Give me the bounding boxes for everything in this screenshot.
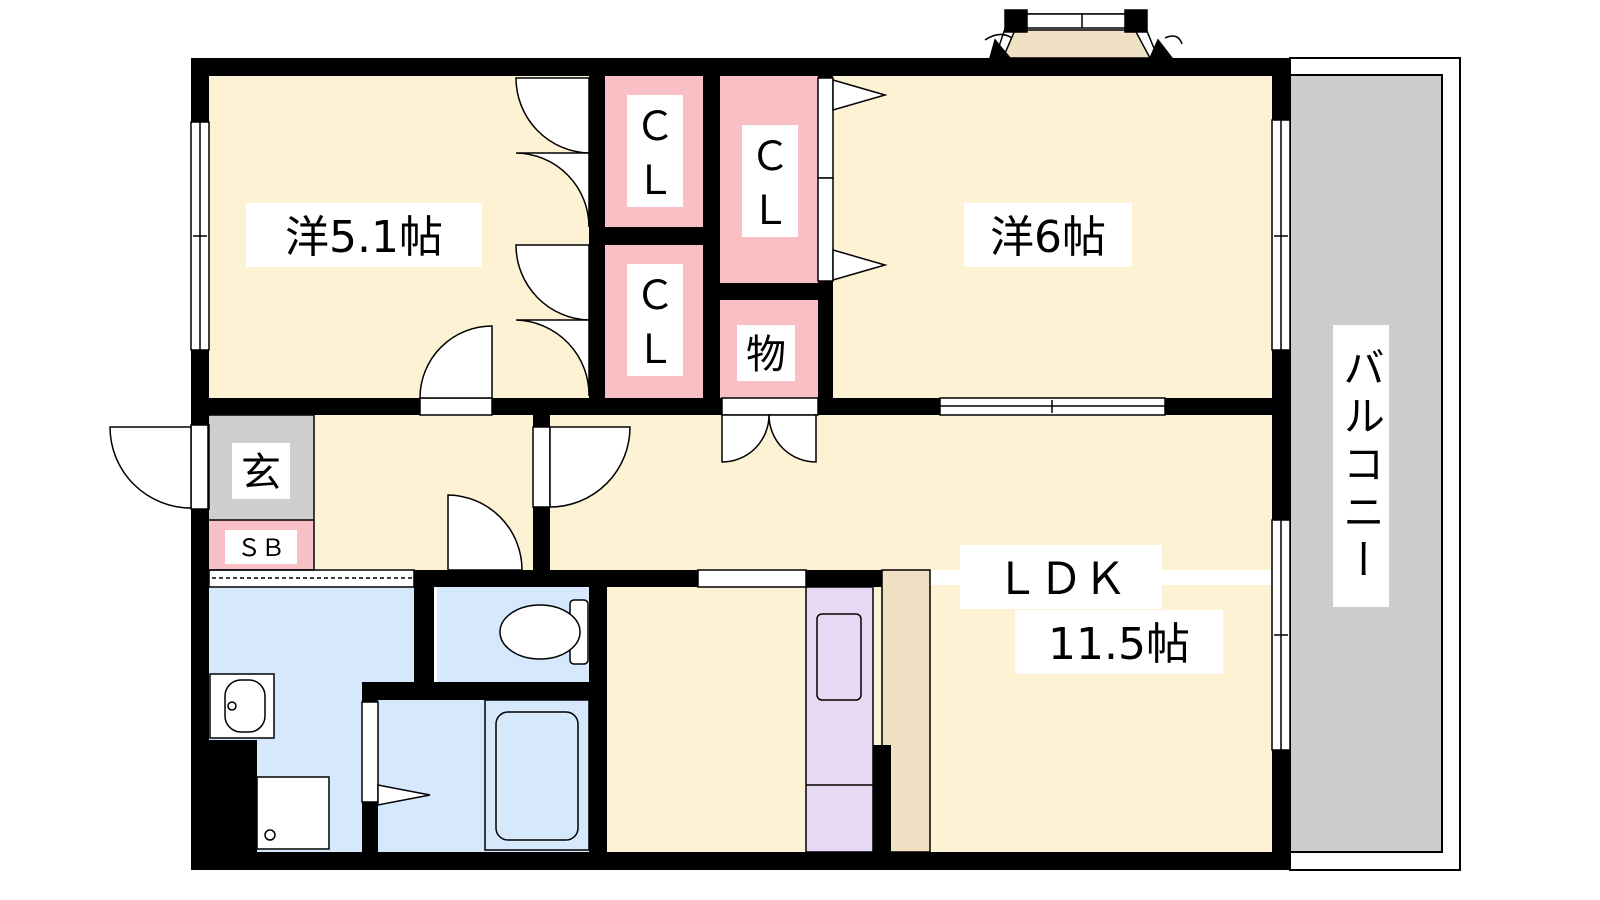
storage-label: 物 — [746, 332, 786, 378]
door-swing-icon — [419, 325, 493, 399]
entrance-label: 玄 — [241, 450, 281, 496]
closet-upper-left-l: Ｌ — [635, 158, 675, 204]
door-swing-icon — [515, 77, 590, 154]
window-icon — [697, 569, 807, 588]
room-fills — [208, 75, 1442, 852]
door-opening — [721, 397, 819, 416]
door-swing-icon — [832, 79, 888, 111]
ldk-title-label: ＬＤＫ — [995, 554, 1127, 605]
door-swing-icon — [549, 426, 631, 508]
balcony-label: バルコニー — [1337, 346, 1386, 586]
fixtures — [207, 414, 931, 853]
door-swing-icon — [515, 319, 590, 397]
bathroom-floor — [378, 700, 589, 852]
closet-lower-left-c: Ｃ — [635, 273, 675, 319]
closet-upper-left-c: Ｃ — [635, 104, 675, 150]
shoe-box-label: ＳＢ — [237, 534, 285, 562]
window-sash-lines — [193, 120, 1288, 750]
closet-right-l: Ｌ — [750, 188, 790, 234]
ldk-size-label: 11.5帖 — [1048, 619, 1190, 670]
door-opening — [419, 397, 493, 416]
closet-right-c: Ｃ — [750, 134, 790, 180]
door-opening — [532, 426, 551, 508]
entrance-outline — [207, 414, 315, 571]
toilet-icon — [499, 599, 589, 665]
door-opening — [190, 424, 210, 510]
door-swing-icon — [515, 244, 590, 321]
door-swing-icon — [109, 426, 192, 509]
door-swing-icon — [377, 784, 431, 806]
bathtub-icon — [484, 699, 590, 851]
ldk-floor — [550, 415, 1272, 570]
sliding-doors — [361, 77, 888, 806]
door-swing-icon — [768, 414, 817, 463]
door-swing-icon — [515, 152, 590, 228]
western-room-1-label: 洋5.1帖 — [285, 212, 443, 263]
bay-window — [984, 9, 1183, 59]
label-backgrounds — [225, 95, 1389, 674]
room-labels: 洋5.1帖 洋6帖 ＬＤＫ 11.5帖 玄 ＳＢ 物 Ｃ Ｌ Ｃ Ｌ Ｃ Ｌ バ… — [237, 104, 1386, 670]
kitchen-sink-icon — [805, 586, 874, 853]
fridge-space — [806, 587, 873, 852]
kitchen-counter-outline — [881, 569, 931, 853]
washbasin-icon — [209, 673, 275, 739]
door-swings — [109, 77, 817, 571]
door-swing-icon — [447, 494, 523, 571]
western-room-2-label: 洋6帖 — [990, 212, 1106, 263]
door-swing-icon — [832, 249, 888, 281]
closet-lower-left-l: Ｌ — [635, 327, 675, 373]
washer-icon — [256, 776, 330, 850]
